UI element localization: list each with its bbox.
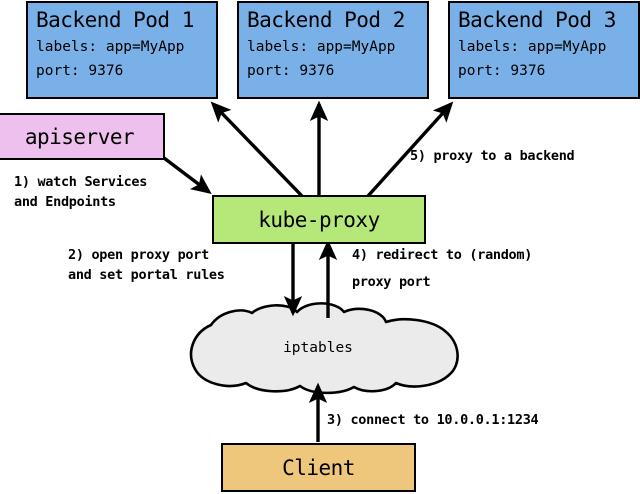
backend-pod-2-labels: labels: app=MyApp (247, 39, 396, 55)
step-3-label-line1: 3) connect to 10.0.0.1:1234 (327, 412, 539, 428)
backend-pod-1-box[interactable]: Backend Pod 1 labels: app=MyApp port: 93… (26, 1, 218, 99)
backend-pod-3-title: Backend Pod 3 (458, 8, 616, 32)
client-label: Client (282, 455, 355, 480)
kube-proxy-label: kube-proxy (258, 207, 380, 232)
step-5-label-line1: 5) proxy to a backend (410, 148, 575, 164)
backend-pod-1-port: port: 9376 (36, 63, 124, 79)
step-4-label-line2: proxy port (352, 274, 431, 290)
apiserver-label: apiserver (24, 124, 135, 149)
arrow-apiserver-to-kubeproxy (162, 156, 212, 195)
iptables-label: iptables (283, 340, 353, 356)
backend-pod-3-box[interactable]: Backend Pod 3 labels: app=MyApp port: 93… (448, 1, 640, 99)
backend-pod-2-title: Backend Pod 2 (247, 8, 405, 32)
arrow-kubeproxy-to-pod1 (210, 101, 304, 198)
iptables-cloud (189, 302, 459, 395)
backend-pod-3-port: port: 9376 (458, 63, 546, 79)
step-1-label-line2: and Endpoints (14, 194, 116, 210)
backend-pod-1-labels: labels: app=MyApp (36, 39, 185, 55)
backend-pod-2-box[interactable]: Backend Pod 2 labels: app=MyApp port: 93… (237, 1, 429, 99)
backend-pod-3-labels: labels: app=MyApp (458, 39, 607, 55)
backend-pod-2-port: port: 9376 (247, 63, 335, 79)
backend-pod-1-title: Backend Pod 1 (36, 8, 194, 32)
kube-proxy-box[interactable]: kube-proxy (212, 195, 426, 244)
step-2-label-line2: and set portal rules (68, 267, 225, 283)
step-4-label-line1: 4) redirect to (random) (352, 247, 533, 263)
step-2-label-line1: 2) open proxy port (68, 247, 209, 263)
arrow-kubeproxy-to-pod3 (366, 101, 454, 198)
apiserver-box[interactable]: apiserver (0, 113, 165, 160)
step-1-label-line1: 1) watch Services (14, 174, 148, 190)
client-box[interactable]: Client (221, 443, 416, 492)
